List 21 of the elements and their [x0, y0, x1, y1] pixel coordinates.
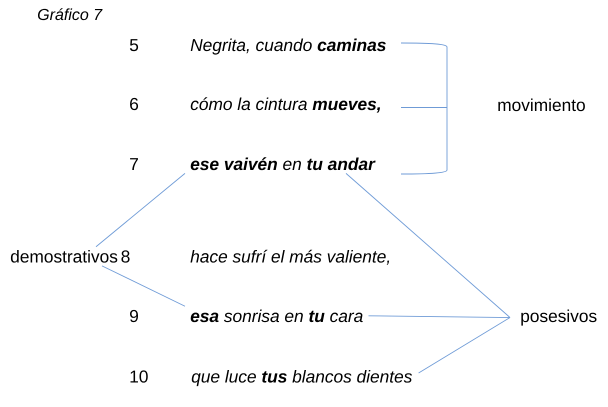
- line-number: 10: [130, 370, 148, 383]
- verse-line: cómo la cintura mueves,: [190, 97, 380, 113]
- verse-line: ese vaivén en tu andar: [190, 157, 376, 170]
- verse-line: Negrita, cuando caminas: [190, 38, 386, 55]
- line-number: 6: [130, 98, 138, 110]
- category-label: posesivos: [521, 309, 596, 326]
- verse-line: que luce tus blancos dientes: [192, 370, 412, 386]
- line-number: 8: [121, 250, 130, 263]
- connector-line: [346, 172, 510, 318]
- verse-line: hace sufrí el más valiente,: [190, 250, 390, 265]
- line-number: 7: [130, 158, 138, 170]
- line-number: 9: [130, 310, 138, 322]
- connector-line: [418, 317, 510, 374]
- title: Gráfico 7: [38, 8, 103, 20]
- category-label: demostrativos: [10, 250, 118, 263]
- verse-line: esa sonrisa en tu cara: [190, 309, 363, 322]
- category-label: movimiento: [498, 98, 585, 112]
- connector-line: [102, 265, 186, 307]
- connector-line: [96, 172, 186, 248]
- line-number: 5: [130, 39, 138, 52]
- connector-line: [368, 315, 510, 318]
